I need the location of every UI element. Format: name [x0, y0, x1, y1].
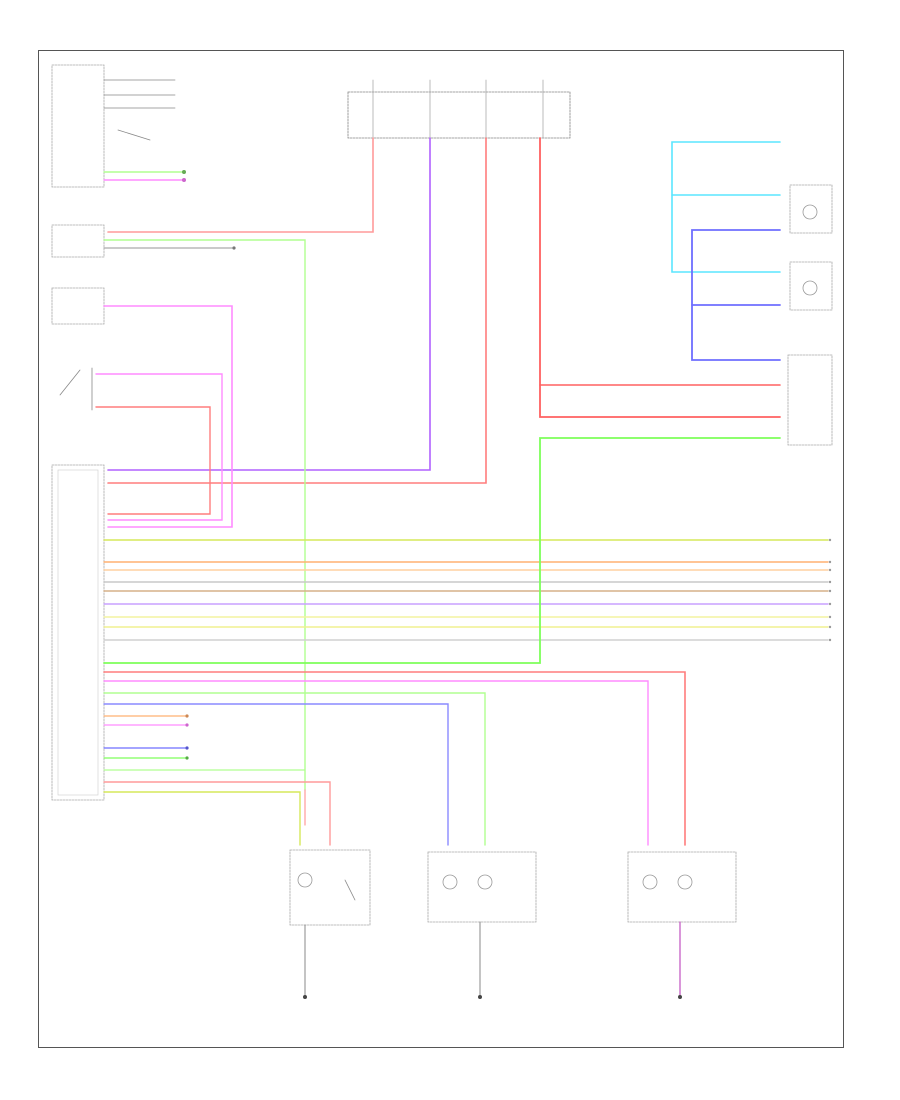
right-mid-lamp-box	[789, 261, 833, 311]
wire-module-red-right	[103, 671, 686, 846]
wire-module-pink-right	[103, 680, 649, 846]
wire-lamp-green	[103, 239, 306, 791]
ground-cluster-2	[182, 178, 186, 182]
wire-module-yellowgreen	[103, 692, 486, 846]
left-bulb-2	[477, 874, 493, 890]
delay-relay-box	[51, 287, 105, 325]
left-bulb-1	[442, 874, 458, 890]
fuse-terminals	[372, 79, 544, 139]
diagram-frame	[38, 50, 844, 1048]
wire-right-cyan-1	[671, 141, 781, 273]
center-lamp-box	[289, 849, 371, 926]
wire-relay-pink	[103, 305, 233, 528]
ground-center	[303, 995, 307, 999]
right-bulb-2	[677, 874, 693, 890]
cluster-box	[51, 64, 105, 188]
wire-module-green	[103, 437, 781, 664]
center-bulb	[297, 872, 313, 888]
ground-left	[478, 995, 482, 999]
wire-module-blue	[103, 703, 449, 846]
wire-door-pink	[95, 373, 223, 521]
wire-right-blue-1	[691, 229, 781, 361]
wire-fuse1-red	[107, 137, 374, 233]
wire-fuse3-red	[107, 137, 487, 484]
right-edge-terminals	[828, 538, 832, 642]
wire-fuse2-violet	[107, 137, 431, 471]
wire-door-red	[95, 406, 211, 515]
wire-fuse4-red	[539, 137, 781, 418]
wire-module-red-center	[103, 781, 331, 846]
ground-lamp	[232, 246, 236, 250]
wire-module-yellowgreen-center	[103, 791, 301, 846]
right-lamp-box	[627, 851, 737, 923]
right-switch-box	[787, 354, 833, 446]
lamp-switch-box	[51, 224, 105, 258]
door-switch	[59, 367, 93, 411]
ground-right	[678, 995, 682, 999]
right-mid-bulb	[802, 280, 818, 296]
control-module-box	[51, 464, 105, 801]
right-bulb-1	[642, 874, 658, 890]
left-lamp-box	[427, 851, 537, 923]
right-top-lamp-box	[789, 184, 833, 234]
fuse-block	[347, 91, 571, 139]
ground-cluster-1	[182, 170, 186, 174]
right-top-bulb	[802, 204, 818, 220]
